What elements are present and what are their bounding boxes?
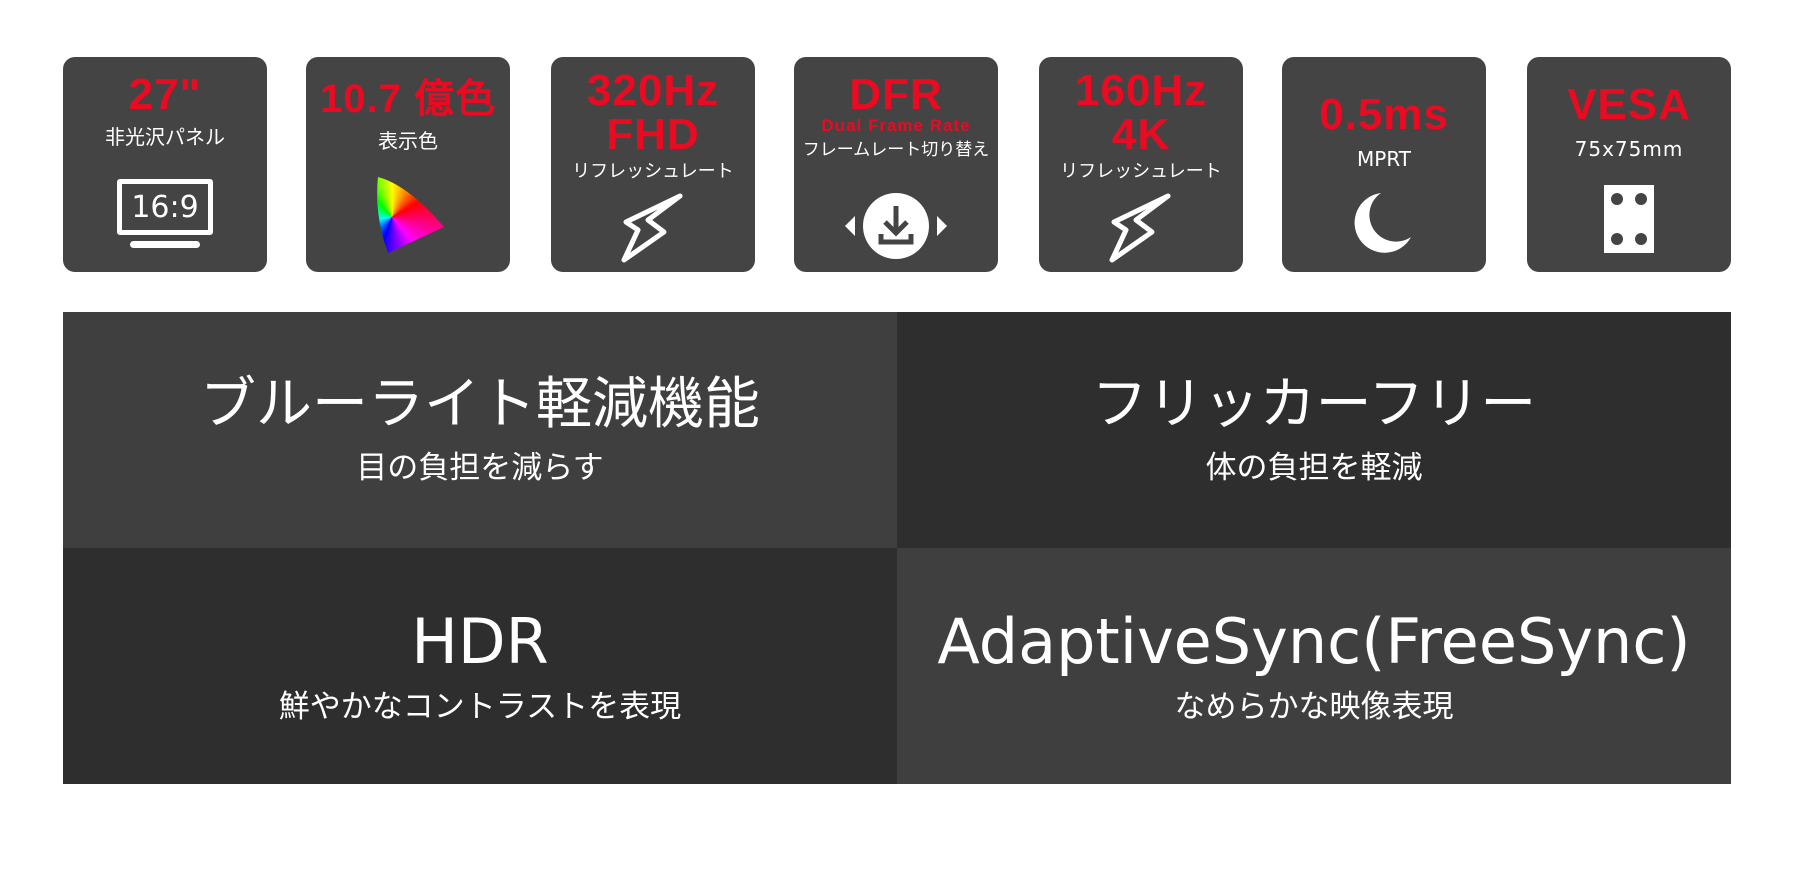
card-title: DFR [849, 70, 943, 119]
card-title-2: FHD [606, 110, 700, 159]
card-subtitle: フレームレート切り替え [802, 140, 990, 160]
feature-subtitle: 体の負担を軽減 [1205, 449, 1423, 486]
card-subtitle: MPRT [1357, 147, 1411, 171]
feature-title: HDR [411, 604, 549, 678]
aspect-ratio-label: 16:9 [117, 179, 213, 235]
feature-title: ブルーライト軽減機能 [200, 372, 760, 438]
spec-card-160hz: 160Hz 4K リフレッシュレート [1039, 57, 1243, 272]
feature-subtitle: なめらかな映像表現 [1174, 689, 1454, 726]
card-subtitle: 表示色 [378, 129, 438, 153]
card-subtitle: リフレッシュレート [572, 161, 734, 182]
feature-title: AdaptiveSync(FreeSync) [937, 604, 1691, 678]
moon-icon [1354, 193, 1411, 253]
spec-card-vesa: VESA 75x75mm [1527, 57, 1731, 272]
feature-subtitle: 鮮やかなコントラストを表現 [278, 689, 682, 726]
card-title-2: Dual Frame Rate [821, 116, 971, 135]
lightning-icon [1109, 193, 1171, 263]
card-subtitle: リフレッシュレート [1060, 161, 1222, 182]
feature-blue-light: ブルーライト軽減機能 目の負担を減らす [63, 312, 897, 548]
card-title: 160Hz [1074, 66, 1208, 115]
spec-card-colors: 10.7 億色 表示色 [306, 57, 510, 272]
card-title: 27" [128, 70, 202, 119]
card-subtitle: 75x75mm [1574, 137, 1684, 161]
feature-grid: ブルーライト軽減機能 目の負担を減らす フリッカーフリー 体の負担を軽減 HDR… [63, 312, 1731, 784]
card-title: VESA [1567, 80, 1691, 129]
card-title: 10.7 億色 [320, 77, 496, 121]
lightning-icon [621, 193, 683, 263]
spec-card-mprt: 0.5ms MPRT [1282, 57, 1486, 272]
card-title: 320Hz [586, 66, 720, 115]
monitor-icon: 16:9 [117, 179, 213, 248]
feature-flicker-free: フリッカーフリー 体の負担を軽減 [897, 312, 1731, 548]
card-title-2: 4K [1111, 110, 1171, 159]
card-subtitle: 非光沢パネル [105, 125, 225, 149]
vesa-mount-icon [1604, 185, 1654, 253]
feature-subtitle: 目の負担を減らす [356, 449, 604, 486]
feature-hdr: HDR 鮮やかなコントラストを表現 [63, 548, 897, 784]
feature-title: フリッカーフリー [1091, 372, 1537, 438]
download-switch-icon [845, 193, 947, 259]
card-title: 0.5ms [1319, 90, 1449, 139]
spec-card-dfr: DFR Dual Frame Rate フレームレート切り替え [794, 57, 998, 272]
feature-adaptive-sync: AdaptiveSync(FreeSync) なめらかな映像表現 [897, 548, 1731, 784]
spec-card-size: 27" 非光沢パネル 16:9 [63, 57, 267, 272]
color-gamut-icon [377, 177, 444, 253]
spec-card-320hz: 320Hz FHD リフレッシュレート [551, 57, 755, 272]
